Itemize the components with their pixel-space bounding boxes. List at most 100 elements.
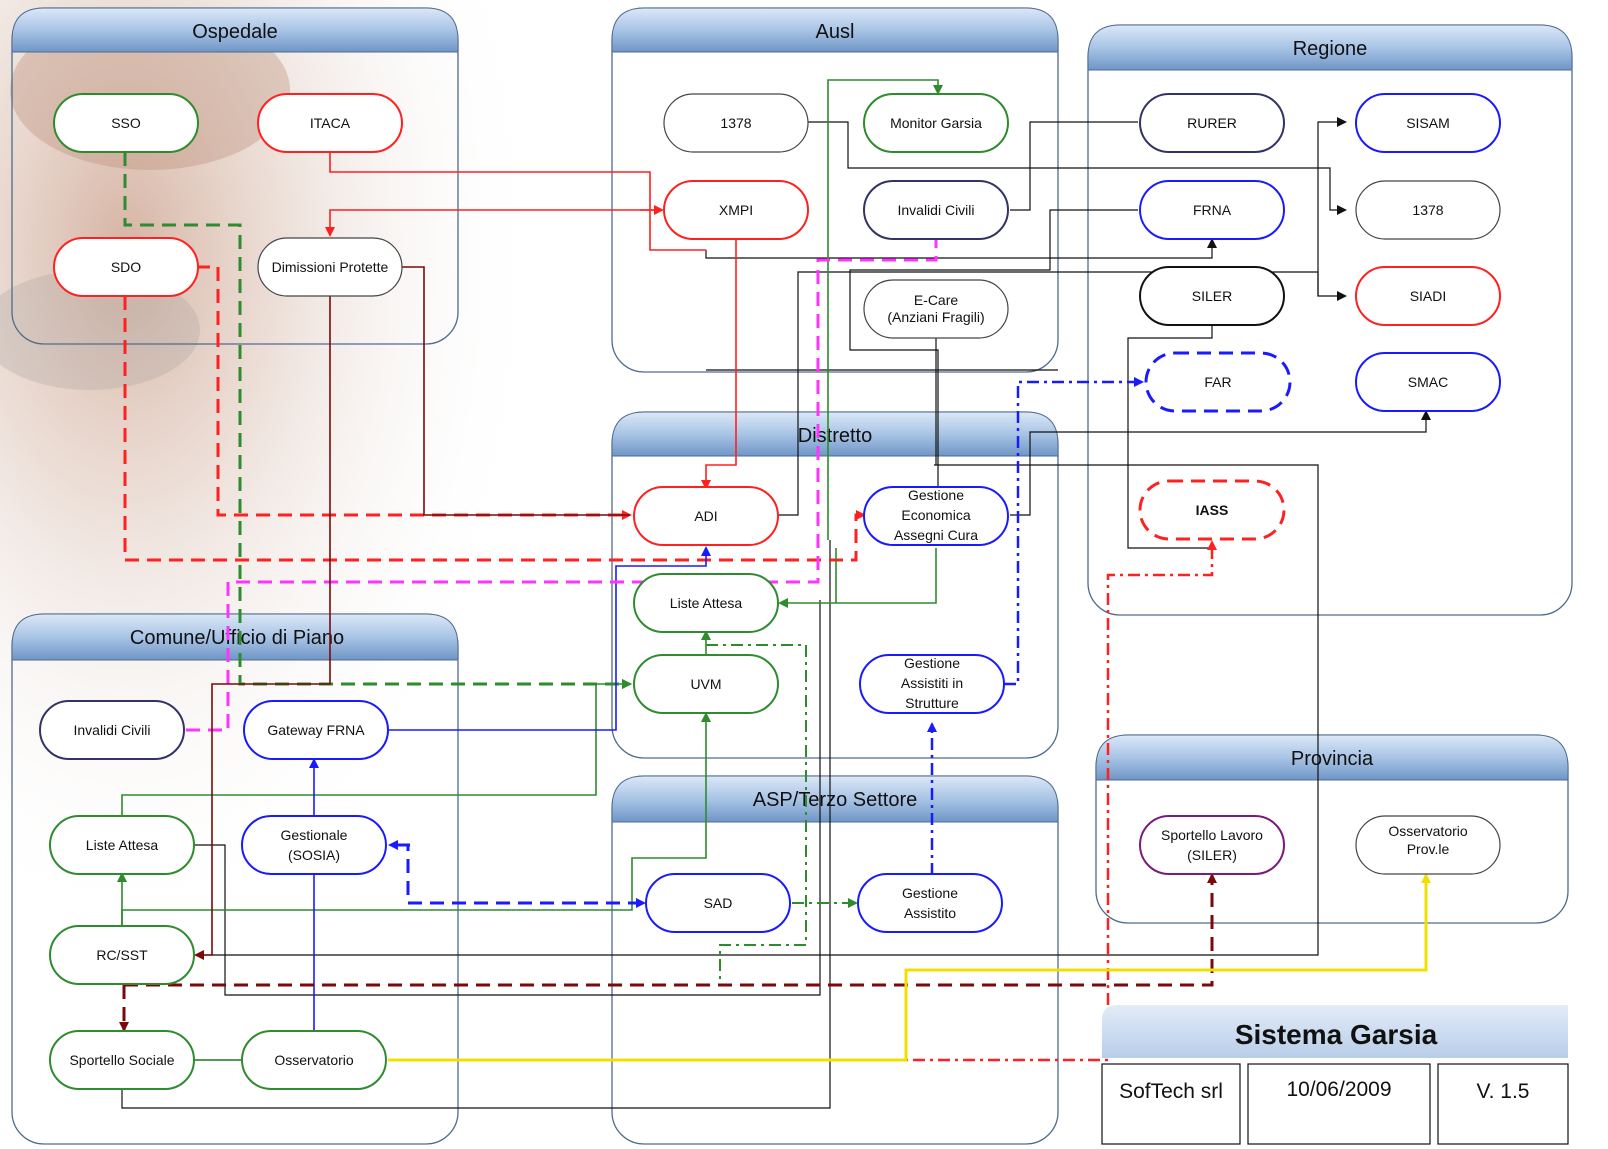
node-monitor-garsia[interactable]: Monitor Garsia	[863, 93, 1009, 153]
svg-text:E-Care(Anziani Fragili): E-Care(Anziani Fragili)	[887, 292, 984, 325]
connector-adi-frna	[705, 238, 1217, 259]
svg-text:Liste Attesa: Liste Attesa	[86, 837, 159, 853]
node-gestionale-line1: Gestionale	[281, 827, 348, 843]
svg-text:RC/SST: RC/SST	[96, 947, 148, 963]
group-title-asp: ASP/Terzo Settore	[753, 789, 918, 811]
node-gestass-str-line2: Assistiti in	[901, 675, 963, 691]
node-sso[interactable]: SSO	[53, 93, 199, 153]
connector-dimprot-rcsst	[194, 296, 331, 960]
connector-bottom-loop	[121, 540, 831, 1109]
connector-sso-uvm	[123, 152, 632, 689]
connector-dimprot-adi	[402, 266, 630, 516]
connector-sdo-adi	[196, 265, 632, 520]
node-gestionale-sosia[interactable]: Gestionale (SOSIA)	[241, 815, 387, 875]
node-rurer[interactable]: RURER	[1139, 93, 1285, 153]
svg-text:Gestionale(SOSIA): Gestionale (SOSIA)	[281, 827, 348, 863]
node-gestass-line1: Gestione	[902, 885, 958, 901]
svg-text:Monitor Garsia: Monitor Garsia	[890, 115, 982, 131]
node-1378-regione[interactable]: 1378	[1355, 180, 1501, 240]
svg-text:SISAM: SISAM	[1406, 115, 1450, 131]
connector-gwfrna-listeatt	[388, 546, 711, 731]
title-block-date: 10/06/2009	[1286, 1078, 1391, 1101]
node-dimissioni-protette[interactable]: Dimissioni Protette	[257, 237, 403, 297]
node-sad[interactable]: SAD	[645, 873, 791, 933]
node-ecare-line2: (Anziani Fragili)	[887, 309, 984, 325]
node-ecare[interactable]: E-Care(Anziani Fragili)	[863, 279, 1009, 339]
group-title-ospedale: Ospedale	[192, 21, 278, 43]
node-xmpi[interactable]: XMPI	[663, 180, 809, 240]
connector-gestecon-listeatt	[778, 548, 937, 608]
node-liste-attesa-distretto[interactable]: Liste Attesa	[633, 573, 779, 633]
group-ausl: Ausl	[611, 7, 1059, 373]
svg-text:Liste Attesa: Liste Attesa	[670, 595, 743, 611]
svg-text:Osservatorio: Osservatorio	[274, 1052, 354, 1068]
connector-itaca-xmpi	[329, 152, 706, 251]
connector-xmpi-adi	[701, 240, 737, 490]
node-sportlav-line2: (SILER)	[1187, 847, 1237, 863]
svg-text:Invalidi Civili: Invalidi Civili	[73, 722, 150, 738]
svg-text:SAD: SAD	[704, 895, 733, 911]
node-iass[interactable]: IASS	[1138, 479, 1286, 541]
node-itaca[interactable]: ITACA	[257, 93, 403, 153]
connector-xmpi-dimprot	[325, 209, 662, 237]
group-title-comune: Comune/Ufficio di Piano	[130, 627, 344, 649]
node-gestionale-line2: (SOSIA)	[288, 847, 340, 863]
svg-text:FAR: FAR	[1204, 374, 1231, 390]
node-sdo[interactable]: SDO	[53, 237, 199, 297]
group-title-ausl: Ausl	[816, 21, 855, 43]
node-gateway-frna[interactable]: Gateway FRNA	[243, 700, 389, 760]
svg-text:SIADI: SIADI	[1410, 288, 1447, 304]
svg-text:SDO: SDO	[111, 259, 141, 275]
connector-1378-sisam	[806, 121, 1347, 215]
connector-gestass-far	[1004, 377, 1144, 686]
node-sportello-sociale[interactable]: Sportello Sociale	[49, 1030, 195, 1090]
connector-rcsst-sad	[121, 712, 711, 925]
node-liste-attesa-comune[interactable]: Liste Attesa	[49, 815, 195, 875]
svg-text:Sportello Lavoro(SILER): Sportello Lavoro (SILER)	[1161, 827, 1263, 863]
connectors	[117, 79, 1431, 1109]
node-sportello-lavoro[interactable]: Sportello Lavoro (SILER)	[1139, 815, 1285, 875]
group-regione: Regione	[1087, 24, 1573, 616]
node-1378-ausl[interactable]: 1378	[663, 93, 809, 153]
connector-invciv-rurer	[1010, 121, 1138, 211]
nodes: SSO ITACA SDO Dimissioni Protette 1378	[39, 93, 1501, 1090]
node-frna[interactable]: FRNA	[1139, 180, 1285, 240]
svg-text:Invalidi Civili: Invalidi Civili	[897, 202, 974, 218]
title-block-company: SofTech srl	[1119, 1080, 1223, 1103]
connector-osserv-ossprov	[388, 873, 1431, 1062]
node-rc-sst[interactable]: RC/SST	[49, 925, 195, 985]
connector-mid-horizontal-2	[820, 464, 1319, 956]
svg-text:ADI: ADI	[694, 508, 717, 524]
group-comune: Comune/Ufficio di Piano	[11, 613, 459, 1145]
node-siler[interactable]: SILER	[1139, 266, 1285, 326]
svg-text:SILER: SILER	[1192, 288, 1232, 304]
connector-listec-rcsst	[195, 600, 821, 996]
node-invalidi-civili-comune[interactable]: Invalidi Civili	[39, 700, 185, 760]
node-far[interactable]: FAR	[1144, 351, 1292, 413]
node-smac[interactable]: SMAC	[1355, 352, 1501, 412]
node-adi[interactable]: ADI	[633, 486, 779, 546]
svg-text:RURER: RURER	[1187, 115, 1237, 131]
connector-gestionale-sad	[400, 843, 646, 908]
node-uvm[interactable]: UVM	[633, 654, 779, 714]
svg-text:Sportello Sociale: Sportello Sociale	[69, 1052, 174, 1068]
node-sportlav-line1: Sportello Lavoro	[1161, 827, 1263, 843]
svg-text:SMAC: SMAC	[1408, 374, 1448, 390]
svg-text:Gateway FRNA: Gateway FRNA	[267, 722, 365, 738]
svg-text:FRNA: FRNA	[1193, 202, 1232, 218]
node-osservatorio[interactable]: Osservatorio	[241, 1030, 387, 1090]
node-siadi[interactable]: SIADI	[1355, 266, 1501, 326]
connector-listeatt-gestass	[706, 644, 807, 985]
node-invalidi-civili-ausl[interactable]: Invalidi Civili	[863, 180, 1009, 240]
node-sisam[interactable]: SISAM	[1355, 93, 1501, 153]
node-gestecon-line1: Gestione	[908, 487, 964, 503]
